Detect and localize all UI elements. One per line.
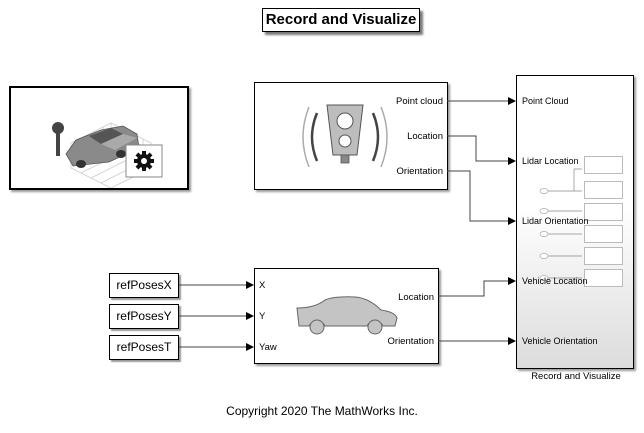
car-icon: [296, 296, 398, 335]
scope-box-2: [584, 181, 623, 199]
line-lidar-orientation: [447, 170, 516, 225]
scope-box-4: [584, 225, 623, 243]
record-visualize-block[interactable]: [516, 75, 634, 369]
rv-input-vehicle-orientation: Vehicle Orientation: [522, 336, 598, 346]
constant-refposest[interactable]: refPosesT: [109, 335, 179, 360]
port-label-vehicle-orientation: Orientation: [387, 336, 434, 347]
port-label-vehicle-location: Location: [398, 292, 434, 303]
port-label-x: X: [259, 280, 266, 291]
port-label-yaw: Yaw: [259, 342, 277, 353]
scope-box-5: [584, 247, 623, 265]
scenario-config-block[interactable]: [9, 86, 189, 190]
constant-refposesx[interactable]: refPosesX: [109, 273, 179, 298]
scope-box-1: [584, 156, 623, 174]
vehicle-block[interactable]: X Y Yaw Location Orientation: [254, 268, 439, 364]
line-vehicle-location: [438, 277, 516, 297]
model-title: Record and Visualize: [262, 8, 420, 32]
scope-box-6: [584, 269, 623, 287]
rv-input-lidar-orientation: Lidar Orientation: [522, 216, 589, 226]
port-label-location: Location: [407, 131, 443, 142]
rv-input-vehicle-location: Vehicle Location: [522, 276, 588, 286]
rv-input-lidar-location: Lidar Location: [522, 156, 579, 166]
lidar-sensor-icon: [302, 104, 388, 168]
parking-lot-car-gear-icon: [52, 122, 163, 189]
lidar-sensor-block[interactable]: Point cloud Location Orientation: [254, 82, 448, 190]
constant-refposesy[interactable]: refPosesY: [109, 304, 179, 329]
scope-box-3: [584, 203, 623, 221]
line-lidar-location: [447, 135, 516, 165]
record-visualize-caption: Record and Visualize: [531, 371, 621, 382]
port-label-y: Y: [259, 311, 266, 322]
port-label-orientation: Orientation: [396, 166, 443, 177]
copyright-text: Copyright 2020 The MathWorks Inc.: [226, 404, 418, 418]
rv-input-point-cloud: Point Cloud: [522, 96, 569, 106]
port-label-point-cloud: Point cloud: [395, 96, 443, 107]
